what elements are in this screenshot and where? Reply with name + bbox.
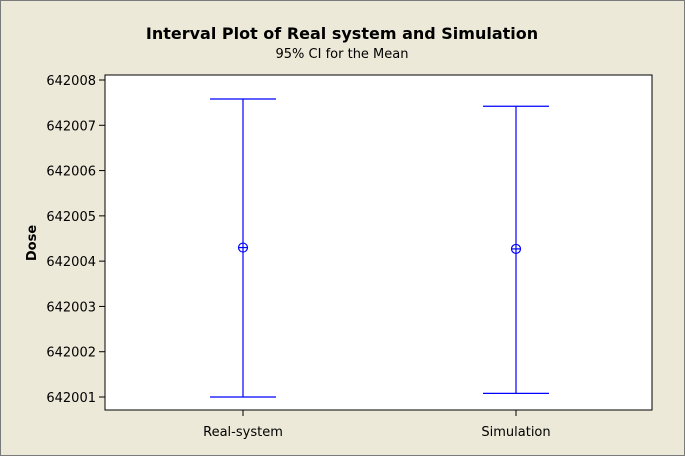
x-tick-label: Simulation [481, 425, 550, 440]
y-tick-label: 642006 [46, 165, 96, 180]
y-tick-label: 642001 [46, 391, 96, 406]
chart-subtitle: 95% CI for the Mean [276, 47, 409, 62]
plot-area [104, 74, 653, 411]
y-tick-label: 642005 [46, 210, 96, 225]
interval-series [210, 98, 549, 398]
y-tick-label: 642008 [46, 74, 96, 89]
y-axis: 642001 642002 642003 642004 642005 642006 6420… [46, 74, 105, 406]
y-tick-label: 642007 [46, 119, 96, 134]
x-axis: Real-system Simulation [203, 410, 551, 440]
y-tick-label: 642003 [46, 300, 96, 315]
chart-title: Interval Plot of Real system and Simulat… [146, 24, 538, 43]
x-tick-label: Real-system [203, 425, 283, 440]
y-tick-label: 642002 [46, 346, 96, 361]
y-tick-label: 642004 [46, 255, 96, 270]
y-axis-label: Dose [25, 225, 40, 261]
